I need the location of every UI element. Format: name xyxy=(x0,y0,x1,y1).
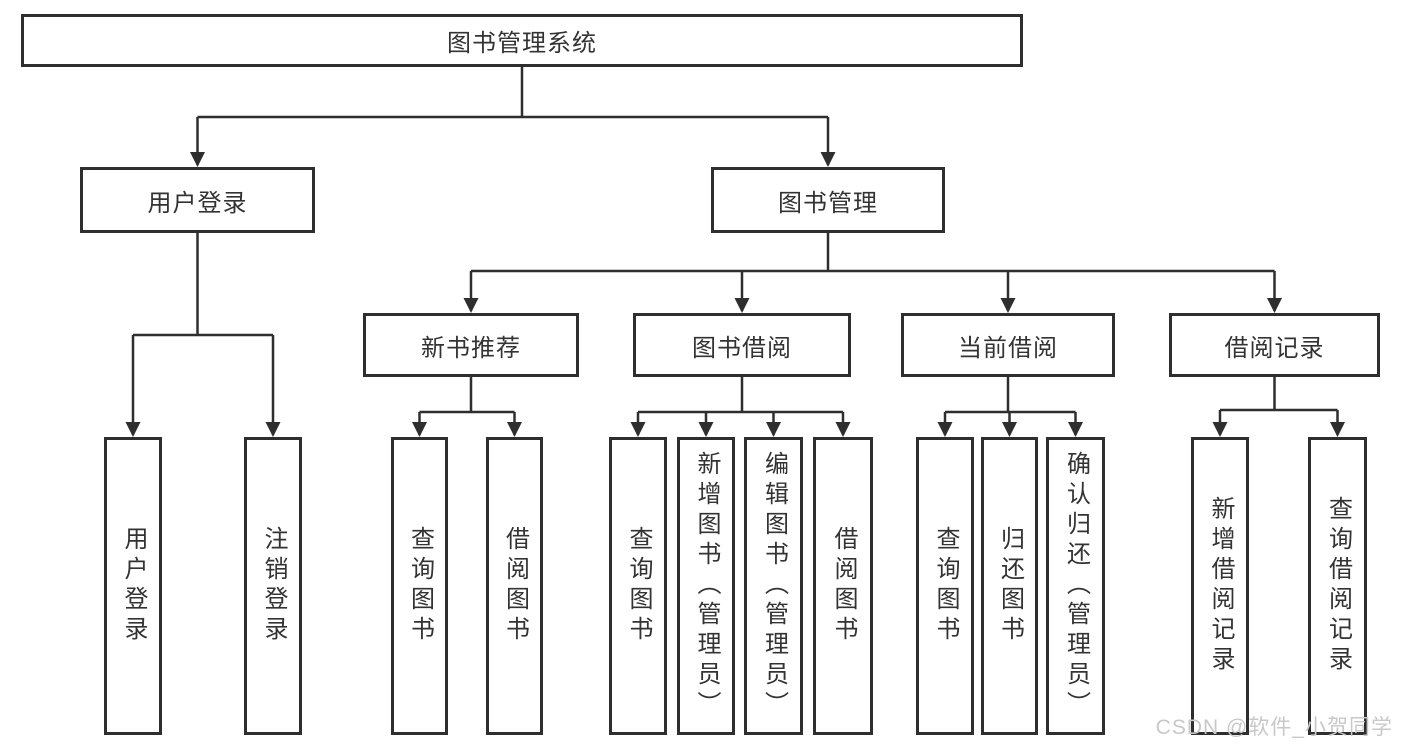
node-leaf-cb-query: 查询图书 xyxy=(916,437,974,735)
node-leaf-user-login: 用户登录 xyxy=(104,437,162,735)
node-label: 图书管理 xyxy=(778,189,878,217)
node-label: 查询借阅记录 xyxy=(1324,496,1352,676)
node-label: 图书借阅 xyxy=(692,334,792,362)
edge-trunk-book-mgmt xyxy=(471,233,1275,273)
node-leaf-cb-return: 归还图书 xyxy=(981,437,1038,735)
node-label: 借阅图书 xyxy=(830,526,857,646)
edge-trunk-current-borrow xyxy=(945,377,1076,414)
node-label: 当前借阅 xyxy=(958,334,1058,362)
node-label: 注销登录 xyxy=(260,526,287,646)
node-book-mgmt: 图书管理 xyxy=(711,167,945,233)
node-borrow-records: 借阅记录 xyxy=(1169,313,1380,377)
node-leaf-br-add: 新增借阅记录 xyxy=(1191,437,1249,735)
node-label: 新增借阅记录 xyxy=(1207,496,1234,676)
node-label: 查询图书 xyxy=(625,526,652,646)
node-label: 确认归还（管理员） xyxy=(1062,451,1090,721)
node-leaf-bb-add: 新增图书（管理员） xyxy=(677,437,735,735)
node-leaf-cb-confirm: 确认归还（管理员） xyxy=(1046,437,1105,735)
node-new-book-rec: 新书推荐 xyxy=(363,313,579,377)
node-leaf-br-query: 查询借阅记录 xyxy=(1308,437,1367,735)
node-leaf-bb-borrow: 借阅图书 xyxy=(813,437,873,735)
node-leaf-bb-edit: 编辑图书（管理员） xyxy=(744,437,803,735)
node-user-login: 用户登录 xyxy=(80,167,315,233)
edge-trunk-borrow-records xyxy=(1220,377,1338,412)
node-label: 图书管理系统 xyxy=(447,30,597,57)
node-label: 新书推荐 xyxy=(421,334,521,362)
node-leaf-bb-query: 查询图书 xyxy=(609,437,667,735)
node-leaf-nb-query: 查询图书 xyxy=(391,437,448,735)
edge-trunk-book-borrow xyxy=(638,377,843,414)
node-label: 用户登录 xyxy=(147,189,248,217)
edge-trunk-root xyxy=(197,67,828,119)
node-leaf-logout: 注销登录 xyxy=(244,437,302,735)
node-leaf-nb-borrow: 借阅图书 xyxy=(486,437,543,735)
watermark: CSDN @软件_小贺同学 xyxy=(1155,716,1393,739)
node-label: 借阅图书 xyxy=(501,526,529,646)
node-label: 新增图书（管理员） xyxy=(693,451,720,721)
node-label: 借阅记录 xyxy=(1224,334,1325,362)
node-book-borrow: 图书借阅 xyxy=(633,313,851,377)
node-label: 编辑图书（管理员） xyxy=(760,451,788,721)
edge-trunk-new-book-rec xyxy=(419,377,515,414)
node-label: 归还图书 xyxy=(996,526,1024,646)
node-label: 查询图书 xyxy=(932,526,959,646)
node-root: 图书管理系统 xyxy=(21,14,1023,67)
node-label: 用户登录 xyxy=(120,526,147,646)
edge-trunk-user-login xyxy=(133,233,273,337)
node-label: 查询图书 xyxy=(406,526,434,646)
node-current-borrow: 当前借阅 xyxy=(901,313,1115,377)
